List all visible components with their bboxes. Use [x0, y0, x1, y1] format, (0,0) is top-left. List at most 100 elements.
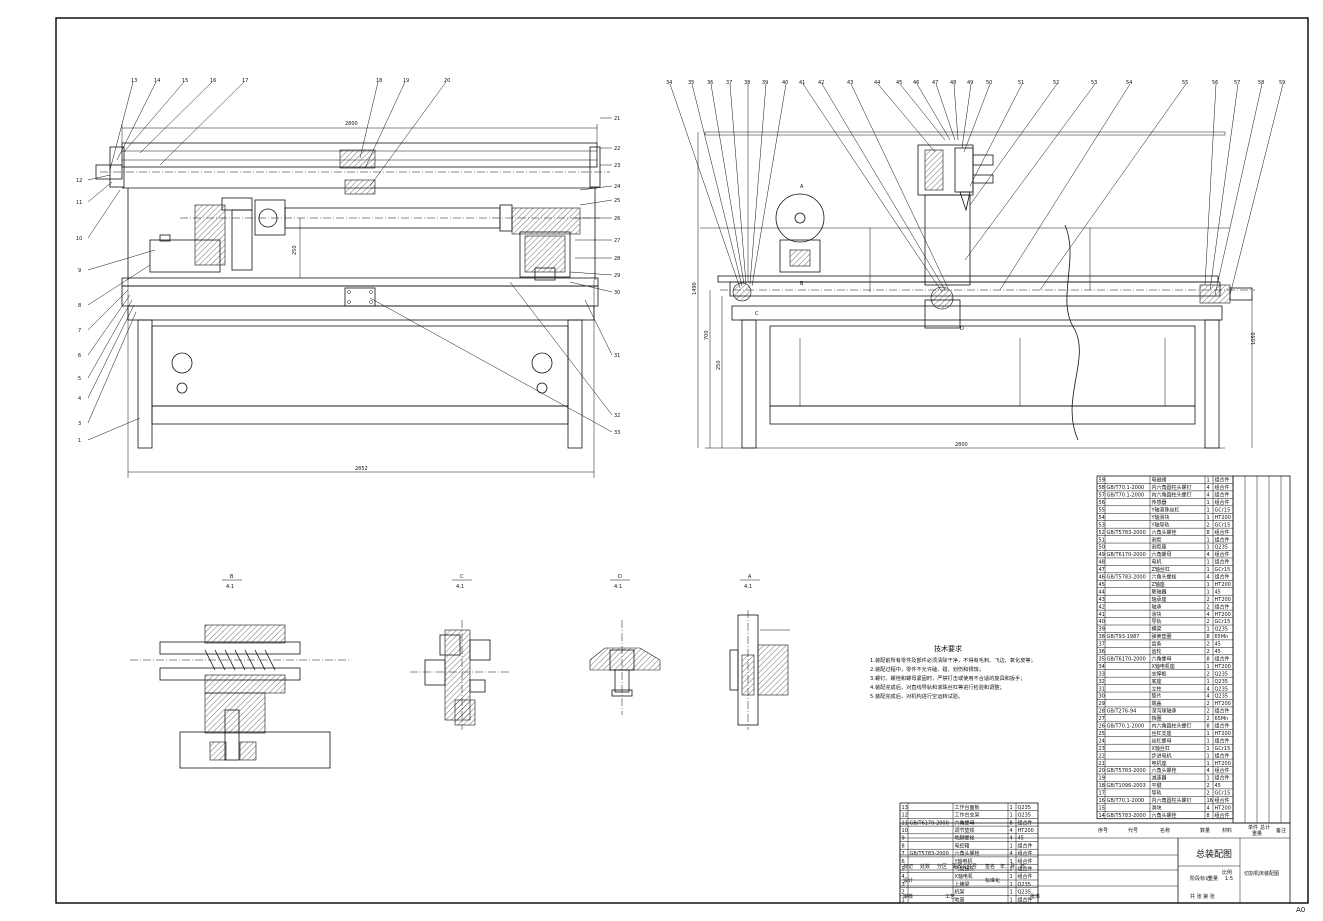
callout: 44	[874, 80, 880, 86]
parts-cell-no: 32	[1099, 679, 1105, 685]
parts-cell-code: GB/T5783-2000	[1107, 813, 1146, 819]
parts-cell-no: 25	[1099, 731, 1105, 737]
front-callouts-top: 13 14 15 16 17 18 19 20	[131, 78, 450, 84]
parts-cell-name: 电控箱	[955, 842, 970, 849]
parts-cell-mat: 组合件	[1215, 723, 1230, 730]
parts-cell-name: Z轴座	[1152, 581, 1165, 588]
parts-cell-mat: 组合件	[1018, 858, 1033, 865]
parts-cell-mat: 组合件	[1018, 842, 1033, 849]
parts-cell-no: 33	[1099, 671, 1105, 677]
sheet-border	[55, 17, 1309, 904]
parts-cell-qty: 1	[1010, 813, 1013, 819]
parts-cell-mat: Q235	[1018, 813, 1031, 819]
parts-cell-qty: 2	[1207, 791, 1210, 797]
callout: 27	[614, 238, 620, 244]
parts-cell-no: 6	[902, 859, 905, 865]
callout: 43	[847, 80, 853, 86]
parts-cell-code: GB/T70.1-2000	[1107, 724, 1145, 730]
parts-cell-qty: 2	[1207, 597, 1210, 603]
parts-cell-name: 立柱	[1152, 685, 1162, 692]
parts-cell-name: X轴电机	[955, 873, 973, 880]
parts-cell-qty: 8	[1207, 634, 1210, 640]
parts-cell-no: 28	[1099, 709, 1105, 715]
callout: 31	[614, 353, 620, 359]
parts-cell-mat: Q235	[1215, 671, 1228, 677]
parts-cell-no: 50	[1099, 545, 1105, 551]
parts-cell-qty: 2	[1207, 522, 1210, 528]
parts-cell-mat: 组合件	[1215, 574, 1230, 581]
header-weight: 重量	[1252, 830, 1262, 837]
parts-cell-name: 丝杠支座	[1152, 730, 1172, 737]
callout: 20	[444, 78, 450, 84]
parts-cell-mat: 组合件	[1215, 529, 1230, 536]
parts-cell-no: 38	[1099, 634, 1105, 640]
parts-cell-no: 13	[902, 805, 908, 811]
parts-cell-no: 43	[1099, 597, 1105, 603]
callout: 4	[78, 396, 81, 402]
parts-cell-qty: 1	[1010, 859, 1013, 865]
parts-cell-mat: Q235	[1215, 545, 1228, 551]
parts-cell-qty: 1	[1207, 746, 1210, 752]
callout: 18	[376, 78, 382, 84]
parts-cell-mat: HT200	[1215, 761, 1231, 767]
parts-cell-name: Y轴滑块	[1151, 514, 1170, 521]
parts-cell-name: 齿轮	[1152, 648, 1162, 655]
sign-cell: 比例	[1222, 869, 1232, 876]
callout: 16	[210, 78, 216, 84]
header-unit: 单件	[1248, 824, 1258, 831]
parts-cell-no: 23	[1099, 746, 1105, 752]
sign-cell: 分区	[937, 863, 947, 870]
detail-c: C 4:1	[410, 574, 510, 730]
parts-cell-no: 56	[1099, 500, 1105, 506]
scale-value: 1:5	[1225, 876, 1233, 882]
callout: 59	[1279, 80, 1285, 86]
parts-cell-no: 26	[1099, 724, 1105, 730]
callout: 50	[986, 80, 992, 86]
parts-cell-code: GB/T70.1-2000	[1107, 485, 1145, 491]
tech-requirement-item: 3.螺钉、螺栓和螺母紧固时，严禁打击或使用不合适的旋具和扳手；	[870, 674, 1025, 682]
callout: 14	[154, 78, 160, 84]
callout: 12	[76, 178, 82, 184]
callout: 34	[666, 80, 672, 86]
parts-cell-code: GB/T70.1-2000	[1107, 493, 1145, 499]
parts-cell-name: 六角螺母	[1152, 551, 1172, 558]
parts-cell-no: 31	[1099, 686, 1105, 692]
parts-cell-no: 54	[1099, 515, 1105, 521]
header-name: 名称	[1160, 827, 1170, 834]
parts-cell-qty: 4	[1207, 768, 1210, 774]
callout: 51	[1018, 80, 1024, 86]
side-height-dim-3: 250	[716, 360, 722, 370]
parts-cell-qty: 4	[1207, 694, 1210, 700]
parts-cell-mat: 组合件	[1215, 708, 1230, 715]
parts-cell-no: 34	[1099, 664, 1105, 670]
parts-cell-mat: 组合件	[1215, 551, 1230, 558]
parts-cell-mat: 组合件	[1215, 737, 1230, 744]
parts-cell-mat: GCr15	[1215, 746, 1231, 752]
parts-cell-qty: 4	[1010, 828, 1013, 834]
parts-cell-qty: 8	[1207, 530, 1210, 536]
callout: 13	[131, 78, 137, 84]
callout: 8	[78, 303, 81, 309]
parts-cell-mat: HT200	[1215, 664, 1231, 670]
parts-cell-name: 六角头螺栓	[1152, 529, 1177, 536]
callout: 30	[614, 290, 620, 296]
parts-cell-mat: GCr15	[1215, 507, 1231, 513]
parts-cell-qty: 1	[1207, 545, 1210, 551]
parts-cell-qty: 2	[1207, 604, 1210, 610]
parts-cell-name: 上横梁	[955, 881, 970, 888]
parts-cell-mat: GCr15	[1215, 522, 1231, 528]
sign-cell: 更改文件号	[952, 863, 977, 870]
callout: 35	[688, 80, 694, 86]
parts-cell-mat: Q235	[1018, 805, 1031, 811]
callout: 3	[78, 421, 81, 427]
callout: 5	[78, 376, 81, 382]
parts-cell-qty: 1	[1207, 537, 1210, 543]
front-overall-length-dim: 2852	[355, 466, 368, 472]
callout: 48	[950, 80, 956, 86]
parts-cell-name: Y轴导轨	[1151, 521, 1170, 528]
section-mark-b: B	[800, 281, 804, 287]
parts-cell-qty: 1	[1207, 761, 1210, 767]
parts-cell-no: 39	[1099, 627, 1105, 633]
parts-cell-name: 六角头螺栓	[1152, 767, 1177, 774]
